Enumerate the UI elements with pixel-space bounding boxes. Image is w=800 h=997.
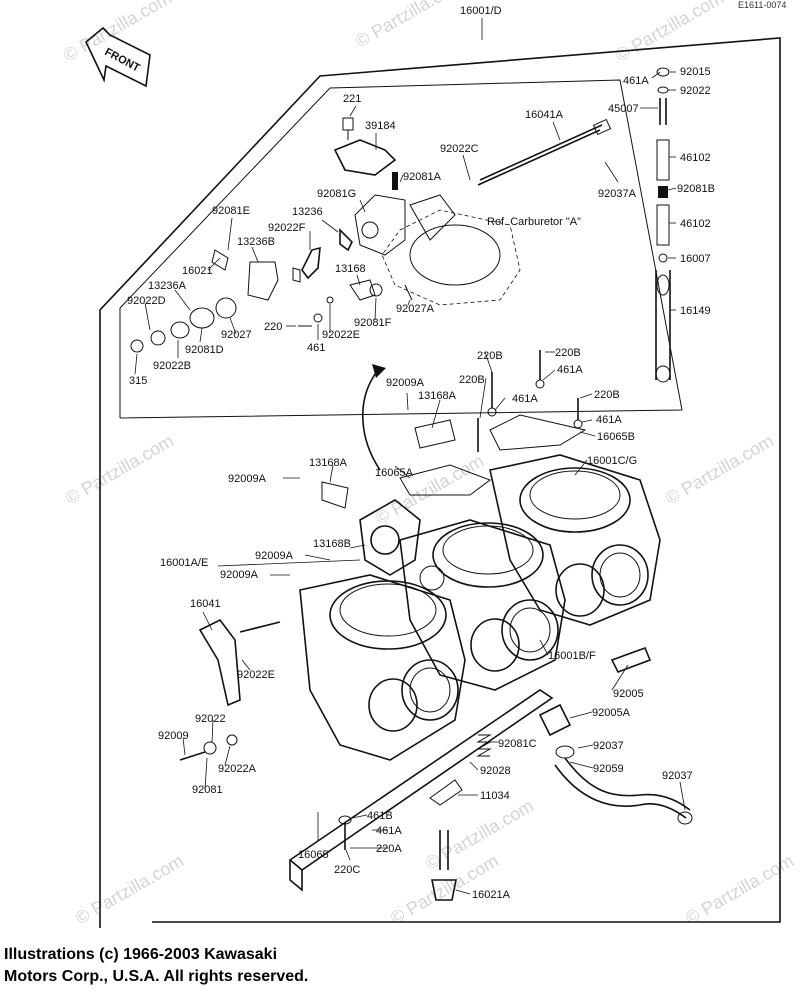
callout-label: 92005A [592,707,631,719]
callout-label: 220B [477,350,503,362]
callout-label: 461 [307,342,325,354]
callout-label: 92022D [127,295,166,307]
callout-label: 92059 [593,763,624,775]
callout-label: 92037 [593,740,624,752]
callout-label: 13168 [335,263,366,275]
callout-label: 92081F [354,317,392,329]
callout-label: 92022F [268,222,306,234]
callout-label: 92022E [322,329,360,341]
callout-label: 92081A [403,171,442,183]
callout-label: 92081C [498,738,537,750]
callout-label: 461B [367,810,393,822]
callout-label: 13236A [148,280,187,292]
reference-carburetor-body [381,194,521,306]
watermark-group: © Partzilla.com © Partzilla.com © Partzi… [60,0,797,928]
callout-label: 39184 [365,120,396,132]
callout-label: 16065B [597,431,635,443]
callout-label: 16021A [472,889,511,901]
callout-label: 92037A [598,188,637,200]
copyright-line: Motors Corp., U.S.A. All rights reserved… [4,968,309,985]
linkage-shaft [477,118,612,186]
carburetor-bank [179,350,693,901]
callout-label: 16041A [525,109,564,121]
reference-note: Ref. Carburetor "A" [487,216,581,228]
watermark: © Partzilla.com [612,0,727,65]
callout-label: 16001C/G [587,455,637,467]
callout-label: 11034 [480,790,510,802]
callout-labels: 16001/D 92015 461A 92022 45007 46102 920… [127,5,715,901]
callout-label: 92009A [228,473,267,485]
callout-label: 92027A [396,303,435,315]
callout-label: 16041 [190,598,221,610]
watermark: © Partzilla.com [62,430,177,508]
choke-linkage-parts [130,117,413,353]
callout-label: 92027 [221,329,252,341]
assembly-frame [99,37,781,928]
callout-label: 220 [264,321,282,333]
callout-label: 461A [623,75,649,87]
callout-label: 92081B [677,183,715,195]
callout-label: 92081 [192,784,223,796]
callout-label: 92037 [662,770,693,782]
watermark: © Partzilla.com [662,430,777,508]
callout-label: 13236 [292,206,323,218]
callout-label: 92009 [158,730,189,742]
callout-label: 13168A [309,457,348,469]
callout-label: 92022C [440,143,479,155]
callout-label: 220B [459,374,485,386]
callout-label: 46102 [680,218,711,230]
callout-label: 92022 [680,85,711,97]
callout-label: 16007 [680,253,711,265]
subassembly-frame [119,79,683,419]
callout-label: 92015 [680,66,711,78]
callout-label: 220B [555,347,581,359]
callout-label: 92009A [386,377,425,389]
callout-label: 13236B [237,236,275,248]
callout-label: 92022B [153,360,191,372]
callout-label: 92022 [195,713,226,725]
front-label: FRONT [103,46,142,75]
callout-label: 92028 [480,765,511,777]
callout-label: 16001/D [460,5,502,17]
callout-label: 92022E [237,669,275,681]
callout-label: 315 [129,375,147,387]
callout-label: 221 [343,93,361,105]
copyright-line: Illustrations (c) 1966-2003 Kawasaki [4,946,278,963]
callout-label: 45007 [608,103,639,115]
callout-label: 16021 [182,265,213,277]
callout-label: 16065 [298,849,329,861]
callout-label: 220C [334,864,360,876]
throttle-rod-assembly [655,67,671,383]
document-code: E1611-0074 [738,0,786,10]
callout-label: 92022A [218,763,257,775]
callout-label: 461A [557,364,583,376]
callout-label: 92009A [255,550,294,562]
callout-label: 461A [376,825,402,837]
callout-label: 220B [594,389,620,401]
callout-label: 92009A [220,569,259,581]
callout-label: 16001A/E [160,557,208,569]
callout-label: 46102 [680,152,711,164]
callout-label: 92081D [185,344,224,356]
copyright-notice: Illustrations (c) 1966-2003 Kawasaki Mot… [4,944,308,988]
callout-label: 16149 [680,305,711,317]
callout-label: 461A [596,414,622,426]
watermark: © Partzilla.com [372,450,487,528]
callout-label: 16001B/F [548,650,596,662]
callout-label: 461A [512,393,538,405]
callout-label: 92081E [212,205,250,217]
callout-label: 220A [376,843,402,855]
callout-label: 13168B [313,538,351,550]
watermark: © Partzilla.com [352,0,467,51]
callout-label: 92081G [317,188,356,200]
callout-label: 16065A [375,467,414,479]
watermark: © Partzilla.com [72,850,187,928]
callout-label: 92005 [613,688,644,700]
callout-label: 13168A [418,390,457,402]
leader-lines [134,18,686,895]
